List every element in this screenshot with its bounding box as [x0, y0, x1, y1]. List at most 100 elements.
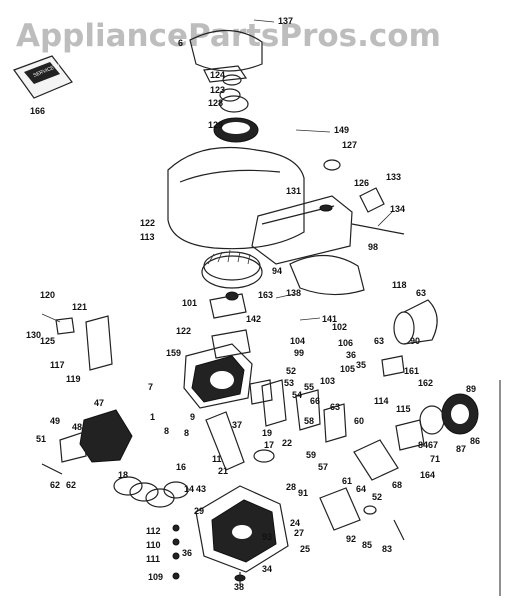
callout: 11	[212, 454, 222, 464]
callout: 118	[392, 280, 407, 290]
callout: 61	[342, 476, 352, 486]
callout: 159	[166, 348, 181, 358]
callout: 1	[150, 412, 155, 422]
callout: 124	[210, 70, 225, 80]
callout: 93	[262, 532, 272, 542]
callout: 121	[72, 302, 87, 312]
callout: 111	[146, 554, 160, 564]
crankshaft	[205, 379, 275, 471]
callout: 84	[418, 440, 428, 450]
callout: 137	[278, 16, 293, 26]
air-cleaner	[381, 299, 438, 377]
callout: 52	[286, 366, 296, 376]
callout: 119	[66, 374, 81, 384]
callout: 110	[146, 540, 161, 550]
callout: 92	[346, 534, 356, 544]
callout: 59	[306, 450, 316, 460]
callout: 35	[356, 360, 366, 370]
callout: 19	[262, 428, 272, 438]
flywheel	[201, 249, 263, 301]
baffle	[289, 254, 365, 296]
callout: 125	[40, 336, 55, 346]
callout: 83	[382, 544, 392, 554]
callout: 113	[140, 232, 155, 242]
callout: 123	[210, 85, 225, 95]
callout: 129	[208, 120, 223, 130]
callout: 25	[300, 544, 310, 554]
callout: 99	[294, 348, 304, 358]
callout: 101	[182, 298, 197, 308]
callout: 7	[148, 382, 153, 392]
callout: 57	[318, 462, 328, 472]
callout: 18	[118, 470, 128, 480]
callout: 68	[392, 480, 402, 490]
callout: 94	[272, 266, 282, 276]
callout: 106	[338, 338, 353, 348]
callout: 17	[264, 440, 274, 450]
callout: 85	[362, 540, 372, 550]
callout: 142	[246, 314, 261, 324]
callout: 161	[404, 366, 419, 376]
callout: 127	[342, 140, 357, 150]
starter-pulley	[395, 393, 479, 451]
callout: 109	[148, 572, 163, 582]
callout: 91	[298, 488, 308, 498]
callout: 63	[330, 402, 340, 412]
cylinder-head	[59, 409, 133, 463]
callout: 131	[286, 186, 301, 196]
callout: 24	[290, 518, 300, 528]
callout: 64	[356, 484, 366, 494]
callout: 90	[410, 336, 420, 346]
callout: 105	[340, 364, 355, 374]
watermark: AppliancePartsPros.com	[16, 18, 441, 54]
callout: 43	[196, 484, 206, 494]
callout: 55	[304, 382, 314, 392]
piston-rings	[113, 476, 189, 508]
callout: 89	[466, 384, 476, 394]
callout: 28	[286, 482, 296, 492]
callout: 29	[194, 506, 204, 516]
callout: 9	[190, 412, 195, 422]
gaskets	[261, 379, 347, 443]
callout: 6	[178, 38, 183, 48]
callout: 14	[184, 484, 194, 494]
callout: 112	[146, 526, 161, 536]
callout: 54	[292, 390, 302, 400]
callout: 166	[30, 106, 45, 116]
callout: 66	[310, 396, 320, 406]
callout: 27	[294, 528, 304, 538]
callout: 115	[396, 404, 411, 414]
callout: 122	[140, 218, 155, 228]
blower-housing	[167, 147, 305, 250]
callout: 103	[320, 376, 335, 386]
callout: 58	[304, 416, 314, 426]
fasteners	[41, 463, 405, 580]
callout: 34	[262, 564, 272, 574]
callout: 63	[374, 336, 384, 346]
callout: 51	[36, 434, 46, 444]
callout: 36	[182, 548, 192, 558]
leader-lines	[253, 19, 393, 321]
callout: 117	[50, 360, 65, 370]
callout: 130	[26, 330, 41, 340]
callout: 102	[332, 322, 347, 332]
muffler	[319, 439, 399, 531]
fuel-tank	[251, 159, 405, 265]
cylinder-block	[183, 343, 253, 409]
starter-cap-assembly	[189, 29, 263, 143]
callout: 163	[258, 290, 273, 300]
callout: 87	[456, 444, 466, 454]
callout: 36	[346, 350, 356, 360]
callout: 134	[390, 204, 405, 214]
callout: 16	[176, 462, 186, 472]
callout: 62	[66, 480, 76, 490]
callout: 21	[218, 466, 228, 476]
callout: 8	[184, 428, 189, 438]
callout: 22	[282, 438, 292, 448]
control-bracket-parts	[41, 313, 113, 371]
callout: 164	[420, 470, 435, 480]
callout: 8	[164, 426, 169, 436]
callout: 104	[290, 336, 305, 346]
